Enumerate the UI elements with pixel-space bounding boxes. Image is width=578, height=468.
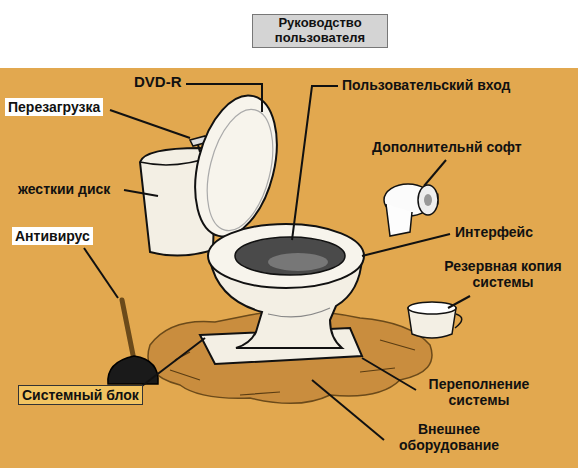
part-label: Переполнение системы — [420, 376, 538, 408]
part-label: Пользовательский вход — [342, 77, 510, 93]
part-label: Резервная копия системы — [442, 258, 564, 290]
part-label: Дополнительнй софт — [372, 139, 522, 155]
part-label: Интерфейс — [455, 224, 533, 240]
part-label: DVD-R — [134, 73, 182, 90]
part-label: Перезагрузка — [5, 98, 103, 116]
part-label: жесткии диск — [18, 181, 110, 197]
part-label: Внешнее оборудование — [390, 421, 508, 453]
title-box: Руководство пользователя — [252, 14, 388, 48]
part-label: Системный блок — [18, 385, 143, 405]
part-label: Антивирус — [12, 227, 93, 245]
